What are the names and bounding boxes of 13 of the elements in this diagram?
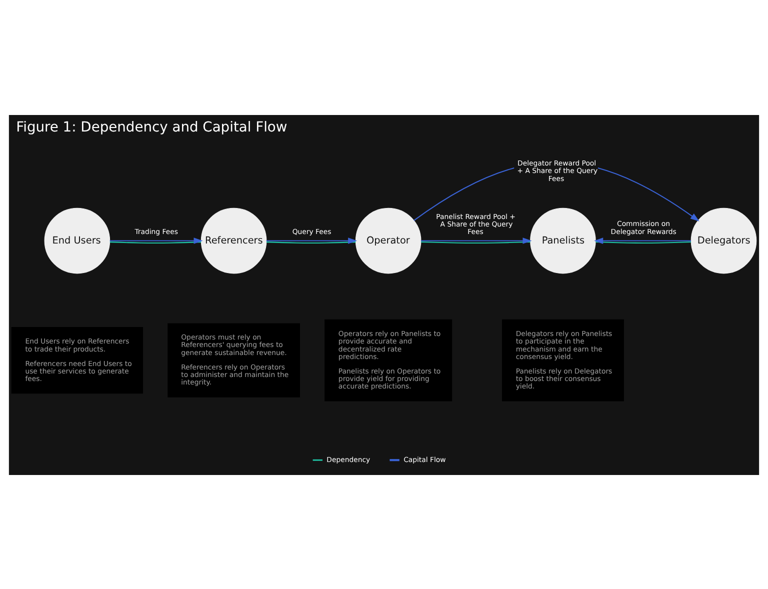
node-circle: Referencers [200, 207, 267, 274]
arrow [420, 237, 532, 244]
connector [110, 241, 202, 244]
node-circle: Panelists [530, 207, 596, 274]
arrow [110, 237, 203, 244]
node-circle: End Users [44, 207, 110, 274]
arrow [594, 237, 692, 244]
node-circle: Operator [355, 207, 422, 274]
connector [420, 240, 530, 244]
arrow [266, 237, 358, 244]
diagram-title: Figure 1: Dependency and Capital Flow [16, 119, 288, 136]
connector [596, 241, 691, 244]
connector [266, 241, 356, 244]
